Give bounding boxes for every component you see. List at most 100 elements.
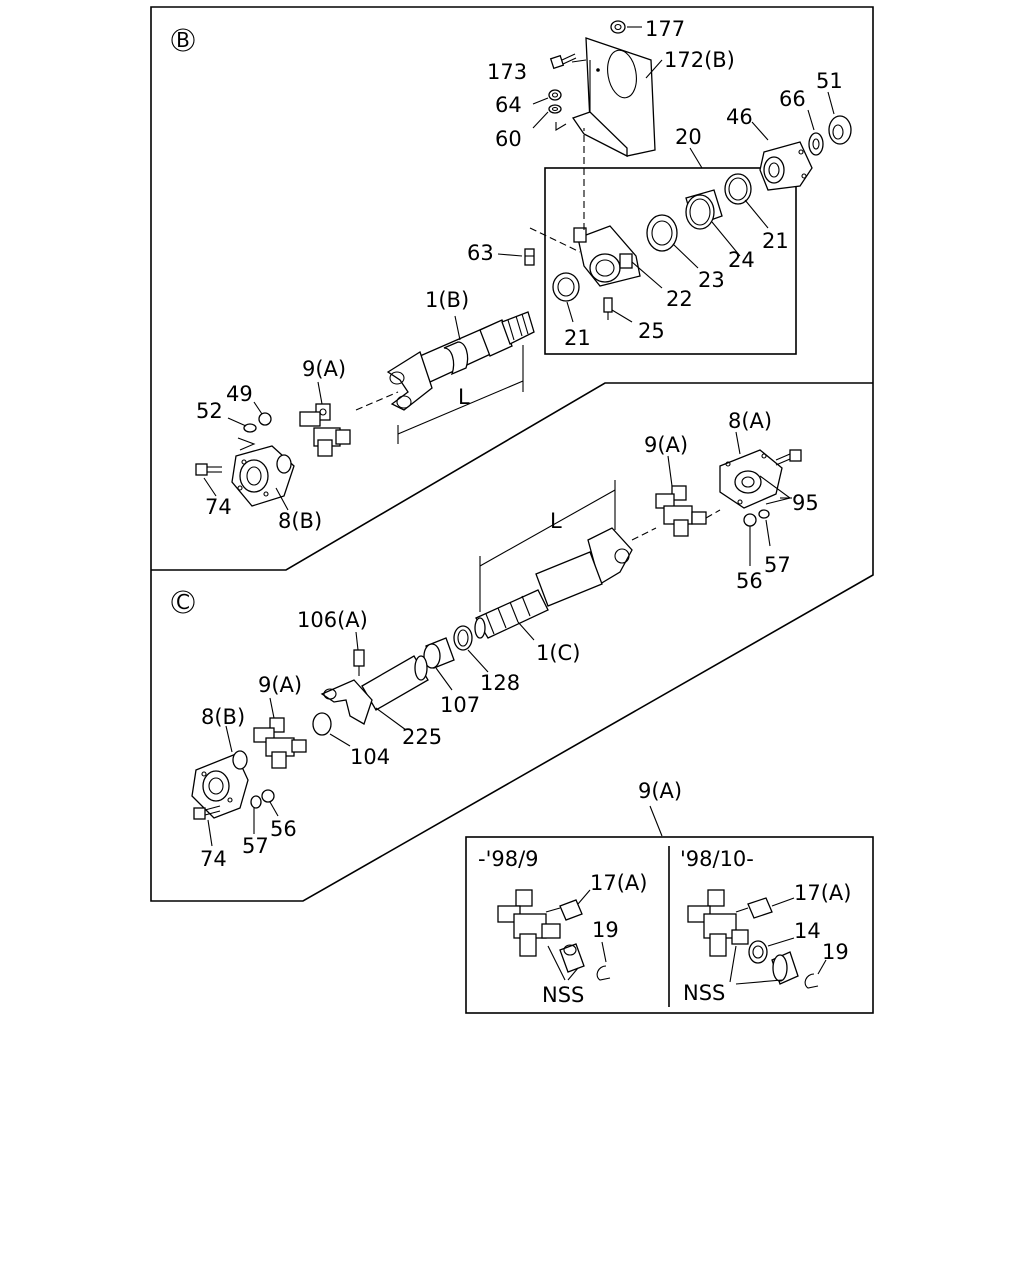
label-107: 107 <box>440 693 480 717</box>
bolt-74-b <box>195 463 222 476</box>
label-22: 22 <box>666 287 693 311</box>
washer-60 <box>548 104 562 114</box>
ring-128 <box>453 625 473 651</box>
label-9a-c-lower: 9(A) <box>258 673 302 697</box>
bearing-21-lower <box>552 272 580 302</box>
detail-left-cross <box>497 889 611 981</box>
label-128: 128 <box>480 671 520 695</box>
label-74-b: 74 <box>205 495 232 519</box>
nut-64 <box>548 89 562 101</box>
detail-title: 9(A) <box>638 779 682 803</box>
section-b-labels: 177 173 172(B) 64 60 20 46 66 51 21 24 2… <box>196 17 843 533</box>
flange-8a <box>719 449 792 509</box>
label-106a: 106(A) <box>297 608 368 632</box>
flange-46 <box>759 141 813 191</box>
label-56-c: 56 <box>736 569 763 593</box>
bolt-173 <box>549 53 577 70</box>
section-b-drawings <box>195 20 852 507</box>
section-marker-c: C <box>171 590 195 614</box>
shaft-1b <box>386 311 535 411</box>
label-8b-b: 8(B) <box>278 509 322 533</box>
carrier-22 <box>573 128 641 287</box>
section-c-letter: C <box>176 590 190 614</box>
label-51: 51 <box>816 69 843 93</box>
detail-right-cross <box>687 889 819 989</box>
section-marker-b: B <box>171 28 195 52</box>
flange-8b-b <box>231 445 295 507</box>
detail-right-title: '98/10- <box>680 847 754 871</box>
label-172b: 172(B) <box>664 48 735 72</box>
label-64: 64 <box>495 93 522 117</box>
detail-left-title: -'98/9 <box>478 847 539 871</box>
section-b-letter: B <box>176 28 190 52</box>
label-66: 66 <box>779 87 806 111</box>
label-177: 177 <box>645 17 685 41</box>
label-225: 225 <box>402 725 442 749</box>
label-57-c: 57 <box>764 553 791 577</box>
tube-225 <box>320 655 429 725</box>
label-1c: 1(C) <box>536 641 580 665</box>
sleeve-107 <box>423 637 455 669</box>
section-c-leaders <box>207 431 792 847</box>
label-95: 95 <box>792 491 819 515</box>
label-52: 52 <box>196 399 223 423</box>
detail-left-17a: 17(A) <box>590 871 647 895</box>
label-dimension-b: L <box>458 385 470 409</box>
label-56-c2: 56 <box>270 817 297 841</box>
ujoint-9a-c-lower <box>253 717 307 769</box>
ujoint-9a-c-upper <box>631 485 721 541</box>
label-25: 25 <box>638 319 665 343</box>
detail-left-nss: NSS <box>542 983 584 1007</box>
dimension-c <box>479 480 616 612</box>
washer-52 <box>243 423 257 433</box>
label-57-c2: 57 <box>242 834 269 858</box>
nut-56-c2 <box>261 789 275 803</box>
label-60: 60 <box>495 127 522 151</box>
oring-104 <box>312 712 332 736</box>
label-46: 46 <box>726 105 753 129</box>
label-1b: 1(B) <box>425 288 469 312</box>
detail-box: 9(A) -'98/9 '98/10- 17(A) 19 NSS <box>478 779 851 1007</box>
label-23: 23 <box>698 268 725 292</box>
label-24: 24 <box>728 248 755 272</box>
detail-right-19: 19 <box>822 940 849 964</box>
bearing-21-upper <box>724 173 752 205</box>
nut-56-c <box>743 513 757 527</box>
label-8b-c: 8(B) <box>201 705 245 729</box>
label-173: 173 <box>487 60 527 84</box>
washer-57-c <box>758 509 770 519</box>
bolt-95 <box>775 449 802 466</box>
nut-51 <box>828 115 852 145</box>
nipple-106a <box>353 649 365 676</box>
bolt-74-c <box>193 805 221 820</box>
section-frames <box>150 6 874 1014</box>
label-104: 104 <box>350 745 390 769</box>
label-21-lower: 21 <box>564 326 591 350</box>
label-74-c: 74 <box>200 847 227 871</box>
bracket-172b <box>571 37 656 158</box>
sleeve-24 <box>685 189 723 230</box>
label-49: 49 <box>226 382 253 406</box>
label-9a-c-upper: 9(A) <box>644 433 688 457</box>
section-c-labels: 8(A) 9(A) 95 57 56 106(A) 1(C) 128 107 2… <box>200 409 819 871</box>
flange-8b-c <box>191 750 249 819</box>
section-c-drawings <box>191 449 802 820</box>
shaft-1c <box>474 527 633 639</box>
nut-49 <box>258 412 272 426</box>
label-9a-b: 9(A) <box>302 357 346 381</box>
nut-177 <box>610 20 626 34</box>
label-21-upper: 21 <box>762 229 789 253</box>
dimension-b <box>355 345 524 444</box>
bearing-23 <box>646 214 678 252</box>
label-dimension-c: L <box>550 509 562 533</box>
bolt-63 <box>524 227 581 266</box>
washer-66 <box>808 132 824 156</box>
detail-left-19: 19 <box>592 918 619 942</box>
nipple-25 <box>603 297 613 320</box>
section-b-leaders <box>203 26 835 511</box>
washer-57-c2 <box>250 795 262 809</box>
ujoint-9a-b <box>299 403 351 457</box>
label-63: 63 <box>467 241 494 265</box>
detail-right-nss: NSS <box>683 981 725 1005</box>
